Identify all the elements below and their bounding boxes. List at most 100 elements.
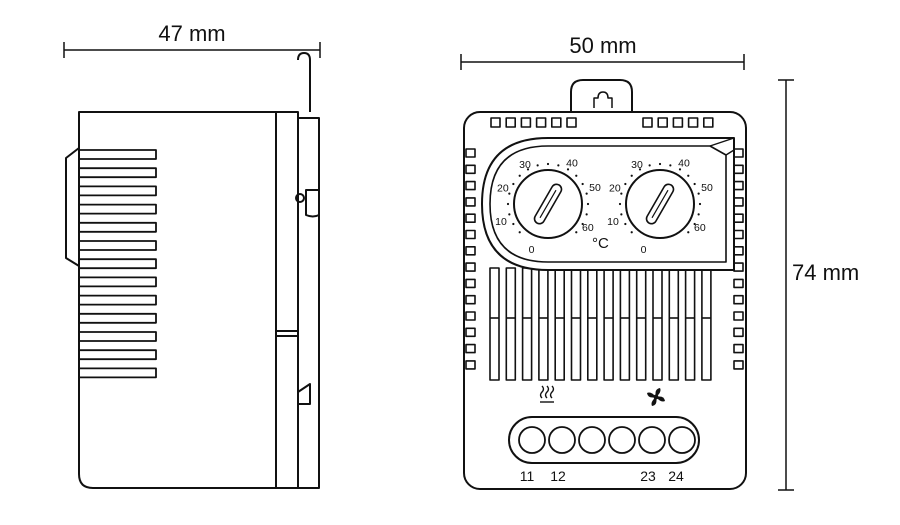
dial-scale-label: 30 bbox=[519, 159, 531, 171]
side-fin bbox=[78, 149, 157, 160]
vent-slot bbox=[554, 267, 566, 381]
dial-tick bbox=[687, 231, 690, 234]
dial-scale-label: 0 bbox=[641, 244, 647, 256]
right-vent bbox=[733, 294, 744, 305]
din-rail-clip bbox=[297, 117, 320, 489]
dial-tick bbox=[630, 231, 633, 234]
side-fin bbox=[78, 367, 157, 379]
dial-tick bbox=[697, 192, 700, 195]
terminal-holes bbox=[518, 426, 696, 454]
left-vent bbox=[465, 278, 476, 289]
top-vents bbox=[490, 117, 714, 128]
left-vent bbox=[465, 294, 476, 305]
dial-tick bbox=[687, 174, 690, 177]
dial-tick bbox=[693, 222, 696, 226]
right-vent bbox=[733, 360, 744, 370]
terminal-screw bbox=[578, 426, 606, 454]
side-fin bbox=[78, 258, 157, 270]
dial-scale-label: 10 bbox=[495, 216, 507, 228]
dial-tick bbox=[546, 162, 550, 166]
terminal-label-23: 23 bbox=[640, 468, 656, 484]
front-width-dimension: 50 mm bbox=[460, 33, 745, 70]
dial-scale-label: 50 bbox=[589, 182, 601, 194]
side-fin bbox=[78, 185, 157, 197]
dial-tick bbox=[536, 164, 539, 167]
terminal-screw bbox=[608, 426, 636, 454]
dial-tick bbox=[697, 213, 700, 216]
vent-slot bbox=[701, 267, 712, 381]
top-vent bbox=[687, 117, 699, 128]
dial-scale-label: 30 bbox=[631, 159, 643, 171]
side-fin bbox=[78, 294, 157, 306]
side-fin bbox=[78, 167, 157, 179]
top-vent bbox=[657, 117, 669, 128]
vent-slot bbox=[489, 267, 500, 381]
vent-slot bbox=[635, 267, 647, 381]
mounting-hook bbox=[297, 52, 311, 112]
right-vent bbox=[733, 343, 744, 354]
vent-slot bbox=[684, 267, 696, 381]
side-fin bbox=[78, 331, 157, 342]
left-vent bbox=[465, 180, 476, 191]
vent-slot bbox=[570, 267, 582, 381]
dial-tick bbox=[575, 174, 578, 177]
right-vents bbox=[733, 148, 744, 370]
side-vent-tab bbox=[65, 147, 80, 267]
dial-tick bbox=[512, 182, 515, 186]
left-vent bbox=[465, 327, 476, 338]
side-fin bbox=[78, 312, 157, 324]
terminal-screw bbox=[638, 426, 666, 454]
dial-tick bbox=[512, 222, 515, 226]
hanging-tab bbox=[570, 79, 633, 112]
front-housing bbox=[463, 111, 747, 490]
dial-pointer bbox=[645, 183, 675, 225]
vent-slot bbox=[603, 267, 614, 381]
dial-tick bbox=[508, 213, 511, 216]
fan-icon bbox=[647, 388, 665, 406]
dial-tick bbox=[526, 168, 530, 171]
left-vent bbox=[465, 343, 476, 354]
side-fin bbox=[78, 240, 157, 251]
left-vent bbox=[465, 246, 476, 256]
dial-tick bbox=[557, 164, 560, 167]
rail-catch bbox=[297, 383, 311, 405]
right-vent bbox=[733, 164, 744, 175]
left-vent bbox=[465, 262, 476, 272]
side-fins bbox=[78, 149, 157, 379]
height-label: 74 mm bbox=[792, 260, 859, 285]
left-vent bbox=[465, 311, 476, 321]
hanging-slot bbox=[593, 91, 613, 108]
vent-slot bbox=[586, 267, 598, 381]
right-vent bbox=[733, 180, 744, 191]
latch-pin bbox=[295, 193, 305, 203]
vent-slot bbox=[652, 267, 663, 381]
terminal-screw bbox=[548, 426, 576, 454]
vent-slot bbox=[538, 267, 549, 381]
dial-scale-label: 10 bbox=[607, 216, 619, 228]
dial-tick bbox=[624, 182, 627, 186]
dial-scale-label: 20 bbox=[497, 183, 509, 195]
heater-icon bbox=[539, 385, 555, 403]
right-vent bbox=[733, 213, 744, 223]
top-vent bbox=[535, 117, 547, 128]
top-vent bbox=[702, 117, 714, 128]
dial-tick bbox=[508, 192, 511, 195]
dial-tick bbox=[566, 168, 570, 171]
terminal-label-24: 24 bbox=[668, 468, 684, 484]
dial-tick bbox=[638, 168, 642, 171]
right-vent bbox=[733, 278, 744, 289]
dial-scale-label: 40 bbox=[678, 157, 690, 169]
vent-slot bbox=[668, 267, 680, 381]
side-width-label: 47 mm bbox=[158, 21, 225, 46]
dial-scale-label: 0 bbox=[529, 244, 535, 256]
right-vent bbox=[733, 327, 744, 338]
dial-scale-label: 20 bbox=[609, 183, 621, 195]
top-vent bbox=[642, 117, 653, 128]
side-clip-lower bbox=[275, 335, 299, 489]
top-vent bbox=[505, 117, 517, 128]
side-fin bbox=[78, 349, 157, 361]
dial-scale-label: 60 bbox=[582, 222, 594, 234]
side-view: 47 mm bbox=[63, 21, 321, 489]
right-vent bbox=[733, 246, 744, 256]
